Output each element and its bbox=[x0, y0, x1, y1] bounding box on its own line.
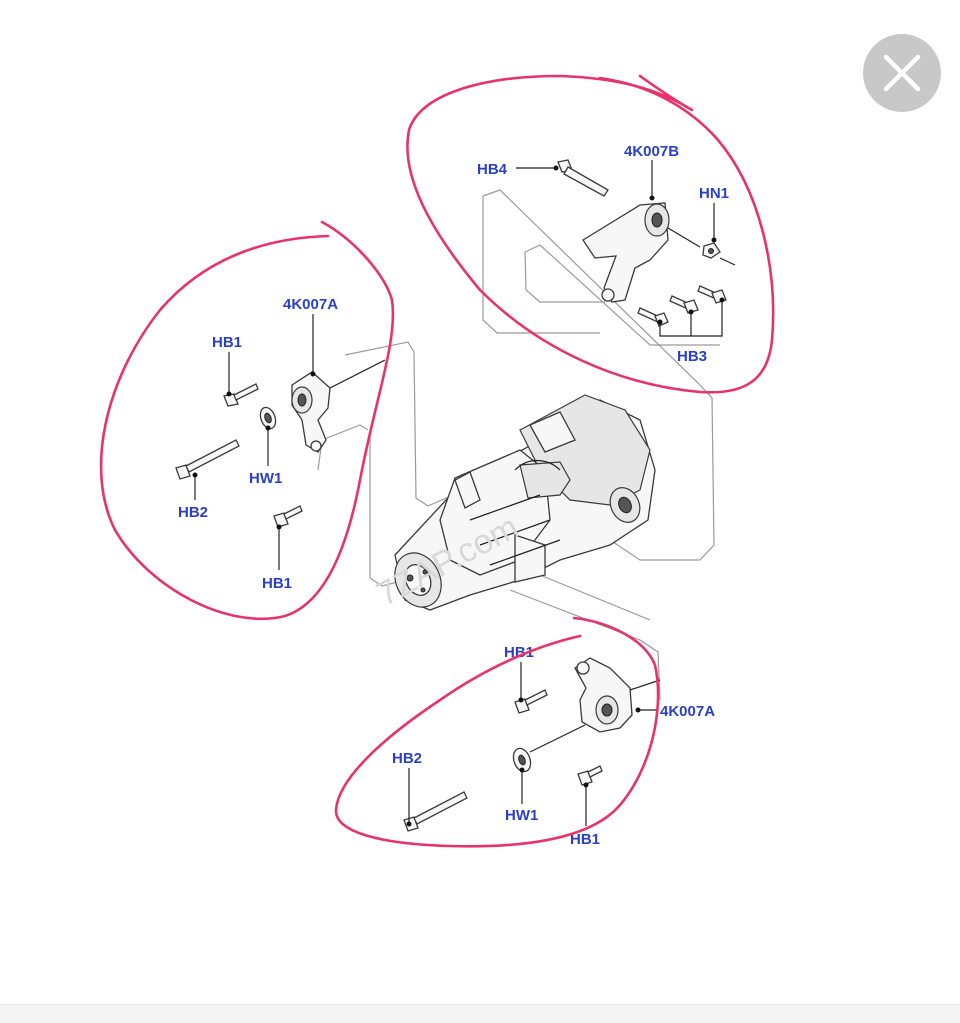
top-bracket-4k007b bbox=[582, 202, 670, 303]
label-hb2-left: HB2 bbox=[178, 504, 208, 521]
bolt-hb4-top bbox=[557, 159, 609, 197]
guide-frame-top-inner bbox=[524, 244, 720, 346]
bottom-bar bbox=[0, 1004, 960, 1023]
label-hb2-bottom: HB2 bbox=[392, 750, 422, 767]
bolt-hb1-left-upper bbox=[223, 383, 259, 407]
markup-circle-left bbox=[99, 220, 395, 621]
nut-hn1-top bbox=[667, 227, 736, 266]
close-button[interactable] bbox=[863, 34, 941, 112]
label-hw1-left: HW1 bbox=[249, 470, 282, 487]
label-hb1-left-lower: HB1 bbox=[262, 575, 292, 592]
washer-hw1-bottom bbox=[512, 724, 586, 773]
label-4k007a-bottom: 4K007A bbox=[660, 703, 715, 720]
guide-frame-left bbox=[344, 341, 461, 587]
label-hb4: HB4 bbox=[477, 161, 508, 178]
bolt-hb1-left-lower bbox=[273, 505, 303, 528]
bolt-hb2-left bbox=[175, 439, 240, 480]
label-4k007a-left: 4K007A bbox=[283, 296, 338, 313]
label-hn1: HN1 bbox=[699, 185, 729, 202]
label-hb3: HB3 bbox=[677, 348, 707, 365]
leader-hb3 bbox=[659, 300, 723, 337]
markup-circle-bottom bbox=[334, 616, 660, 848]
bolt-hb2-bottom bbox=[403, 791, 468, 832]
label-hb1-bottom-lower: HB1 bbox=[570, 831, 600, 848]
guide-frame-left-inner bbox=[317, 424, 369, 471]
guide-frame-bottom bbox=[509, 574, 661, 701]
bolts-hb3-top bbox=[637, 285, 727, 327]
close-x-icon bbox=[883, 54, 921, 92]
washer-hw1-left bbox=[259, 406, 277, 430]
differential-housing bbox=[394, 394, 656, 611]
markup-circle-top bbox=[406, 74, 775, 394]
bottom-bracket-4k007a bbox=[574, 657, 661, 733]
label-hw1-bottom: HW1 bbox=[505, 807, 538, 824]
label-hb1-left-upper: HB1 bbox=[212, 334, 242, 351]
label-hb1-bottom-upper: HB1 bbox=[504, 644, 534, 661]
left-bracket-4k007a bbox=[291, 359, 386, 453]
label-4k007b: 4K007B bbox=[624, 143, 679, 160]
bolt-hb1-bottom-lower bbox=[577, 765, 603, 786]
guide-frame-top bbox=[482, 189, 715, 561]
